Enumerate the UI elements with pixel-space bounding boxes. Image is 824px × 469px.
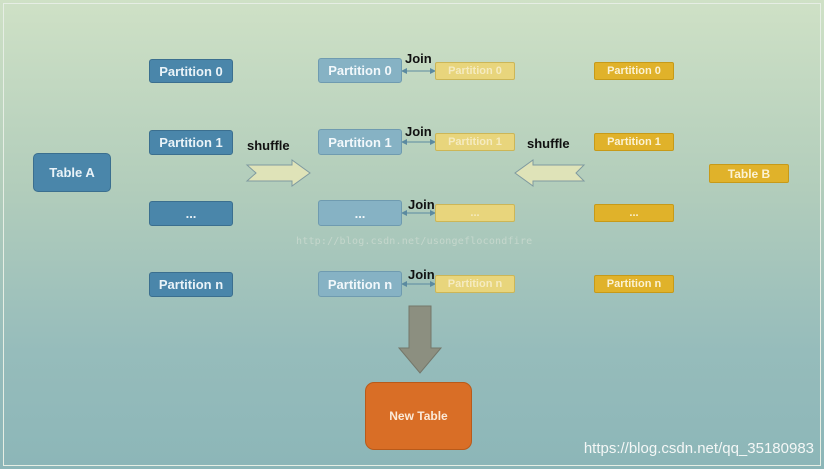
watermark-text: http://blog.csdn.net/usongeflocondfire xyxy=(296,236,533,247)
middle-partition-0: Partition 0 xyxy=(318,58,402,83)
left-partition-ellipsis: ... xyxy=(149,201,233,226)
new-table-label: New Table xyxy=(389,409,448,423)
middle-right-partition-0-label: Partition 0 xyxy=(448,65,502,77)
middle-partition-n-label: Partition n xyxy=(327,276,393,292)
right-partition-1: Partition 1 xyxy=(594,133,674,151)
left-partition-0-label: Partition 0 xyxy=(159,63,223,79)
middle-right-partition-n-label: Partition n xyxy=(447,278,503,290)
middle-right-partition-0: Partition 0 xyxy=(435,62,515,80)
join-label-2: Join xyxy=(408,197,435,212)
right-partition-n: Partition n xyxy=(594,275,674,293)
down-arrow xyxy=(397,305,443,374)
right-partition-n-label: Partition n xyxy=(606,278,662,290)
left-partition-0: Partition 0 xyxy=(149,59,233,83)
middle-right-partition-1: Partition 1 xyxy=(435,133,515,151)
table-a-label: Table A xyxy=(49,165,95,180)
table-b-label: Table B xyxy=(727,166,771,181)
shuffle-arrow-right xyxy=(514,159,586,187)
join-label-0: Join xyxy=(405,51,432,66)
shuffle-label-right: shuffle xyxy=(527,136,570,151)
left-partition-ellipsis-label: ... xyxy=(185,206,197,221)
middle-right-partition-1-label: Partition 1 xyxy=(448,136,502,148)
right-partition-0-label: Partition 0 xyxy=(607,65,661,77)
left-partition-1-label: Partition 1 xyxy=(159,135,223,150)
middle-partition-1: Partition 1 xyxy=(318,129,402,155)
left-partition-n: Partition n xyxy=(149,272,233,297)
left-partition-1: Partition 1 xyxy=(149,130,233,155)
shuffle-label-left: shuffle xyxy=(247,138,290,153)
right-partition-1-label: Partition 1 xyxy=(607,136,661,148)
middle-partition-1-label: Partition 1 xyxy=(328,134,392,150)
table-a-box: Table A xyxy=(33,153,111,192)
middle-right-partition-ellipsis-label: ... xyxy=(470,207,480,219)
middle-partition-0-label: Partition 0 xyxy=(328,63,392,78)
right-partition-ellipsis-label: ... xyxy=(629,207,639,219)
left-partition-n-label: Partition n xyxy=(158,277,224,292)
new-table-box: New Table xyxy=(365,382,472,450)
table-b-box: Table B xyxy=(709,164,789,183)
join-label-3: Join xyxy=(408,267,435,282)
middle-right-partition-n: Partition n xyxy=(435,275,515,293)
shuffle-arrow-left xyxy=(245,159,311,187)
right-partition-ellipsis: ... xyxy=(594,204,674,222)
join-label-1: Join xyxy=(405,124,432,139)
right-partition-0: Partition 0 xyxy=(594,62,674,80)
middle-right-partition-ellipsis: ... xyxy=(435,204,515,222)
middle-partition-ellipsis-label: ... xyxy=(354,205,366,221)
middle-partition-ellipsis: ... xyxy=(318,200,402,226)
middle-partition-n: Partition n xyxy=(318,271,402,297)
credit-text: https://blog.csdn.net/qq_35180983 xyxy=(583,440,814,457)
